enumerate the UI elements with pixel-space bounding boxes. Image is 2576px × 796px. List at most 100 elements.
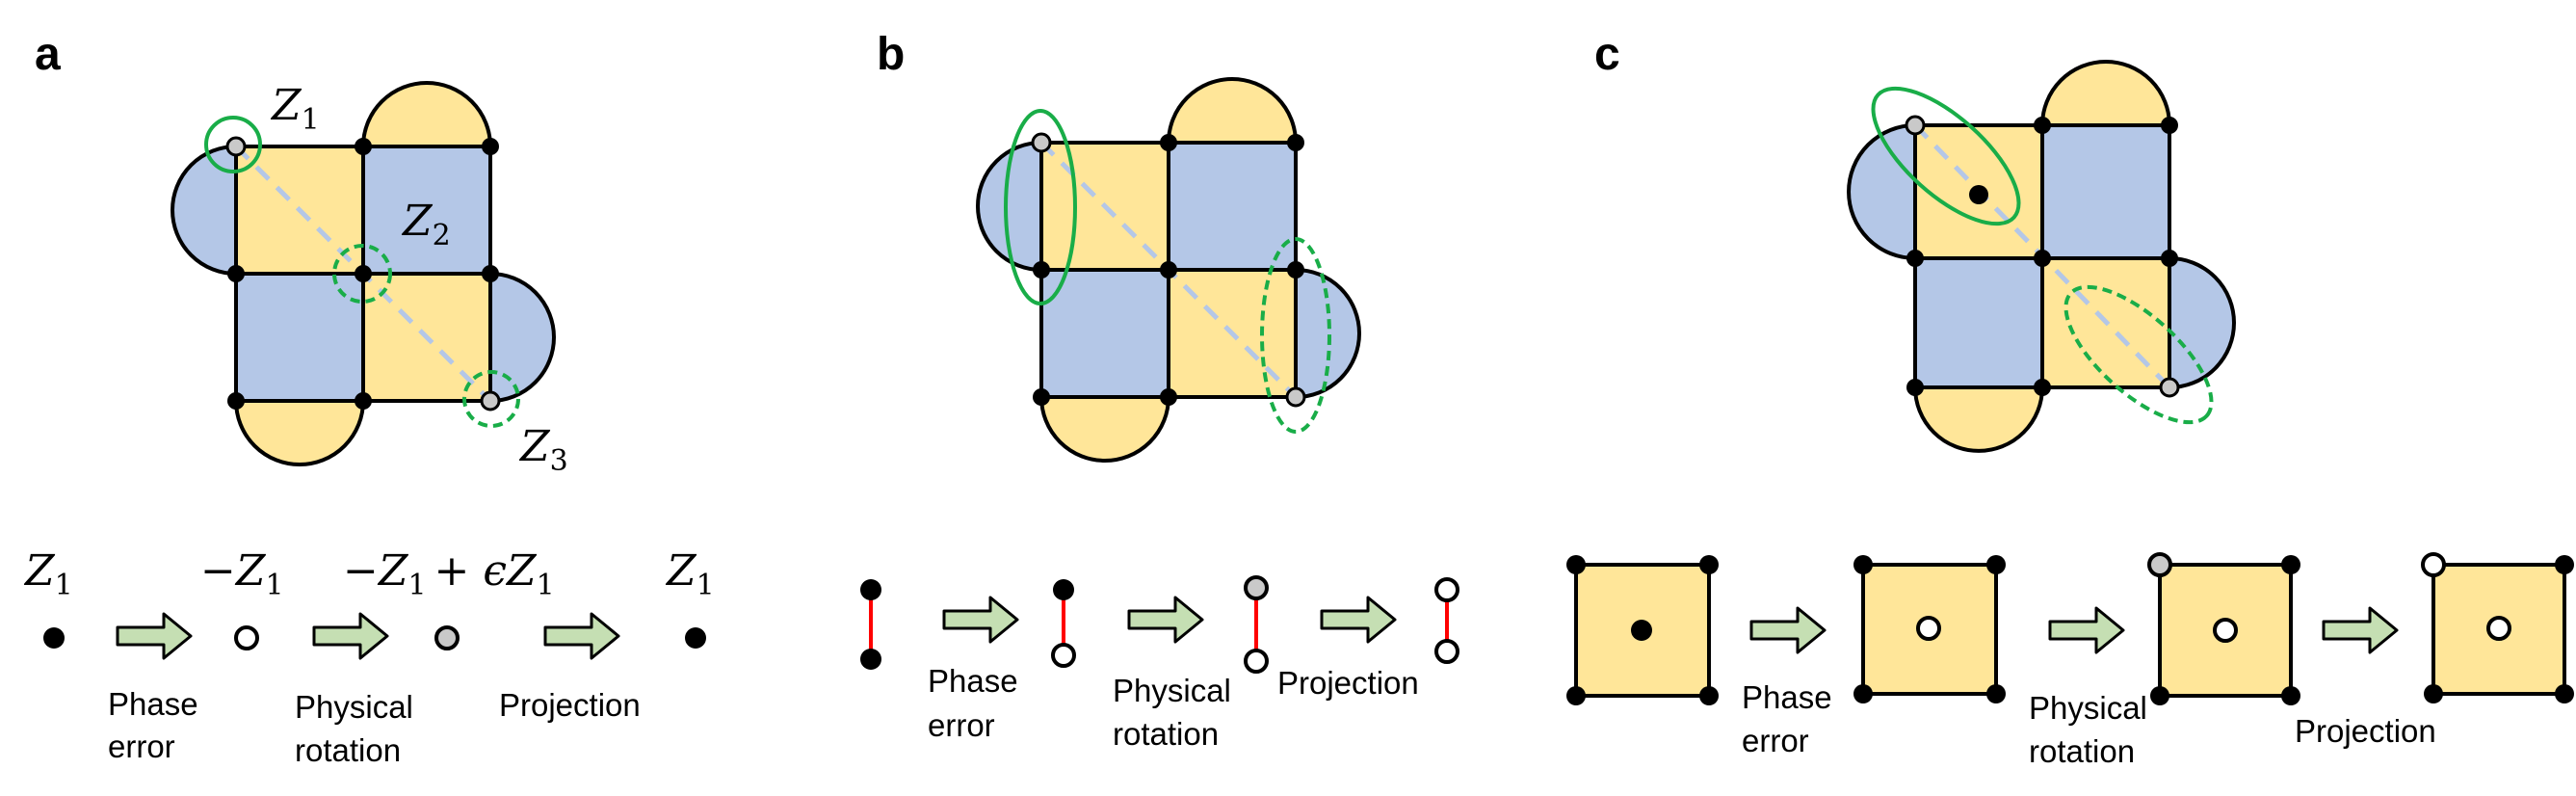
semicircle-top — [1166, 77, 1299, 145]
state-dot-filled — [1053, 579, 1074, 600]
lattice-c — [1847, 60, 2236, 453]
plaquette-blue — [2040, 123, 2171, 260]
step-label: error — [1742, 723, 1809, 758]
qubit — [1160, 261, 1177, 279]
qubit-half-filled — [480, 390, 501, 411]
arrow-icon — [1127, 596, 1204, 644]
step-label: Physical — [2029, 690, 2147, 726]
qubit-half-filled — [1905, 115, 1926, 136]
qubit — [2034, 379, 2051, 396]
qubit — [1287, 261, 1304, 279]
state-dot-open — [1051, 643, 1076, 668]
semicircle-top — [2039, 60, 2172, 127]
state-dot-open — [1244, 649, 1269, 674]
z2-marker-circle — [332, 244, 392, 304]
step-label: rotation — [2029, 733, 2135, 769]
semicircle-top — [360, 81, 493, 148]
step-label: Phase — [1742, 679, 1832, 715]
arrow-icon — [312, 612, 389, 660]
qubit-half-filled — [1285, 386, 1306, 408]
state-dot-filled — [685, 627, 706, 649]
lattice-a — [171, 81, 556, 466]
state-dot-open — [2421, 552, 2446, 577]
plaquette-blue — [1913, 256, 2044, 389]
plaquette-center-dot — [1969, 185, 1988, 204]
step-label: rotation — [295, 732, 401, 768]
qubit — [482, 265, 499, 282]
arrow-icon — [543, 612, 620, 660]
state-dot-grey — [2147, 552, 2172, 577]
panel-a: a Z1 Z2 Z3 Z1 − — [23, 29, 715, 768]
qubit-half-filled — [1031, 132, 1052, 153]
pair-marker-ellipse — [1260, 237, 1331, 434]
step-label: Phase — [928, 663, 1018, 699]
step-label: Phase — [108, 686, 198, 722]
state-dot-open — [1916, 616, 1941, 641]
semicircle-left — [171, 144, 238, 277]
step-label: Projection — [499, 687, 641, 723]
lattice-b — [976, 77, 1361, 463]
arrow-icon — [1749, 606, 1827, 654]
seq-label-1: Z1 — [23, 546, 73, 602]
qubit-half-filled — [2159, 377, 2180, 398]
qubit — [1906, 250, 1924, 267]
state-dot-open — [2213, 618, 2238, 643]
seq-label-2: −Z1 — [200, 546, 284, 602]
panel-b: b — [860, 29, 1459, 752]
state-dot-grey — [1244, 575, 1269, 600]
step-label: error — [928, 707, 995, 743]
pair-marker-ellipse — [1871, 86, 2021, 226]
op-label-z1: Z1 — [270, 81, 320, 137]
z1-marker-circle — [204, 116, 262, 173]
state-dot-filled — [860, 649, 881, 670]
state-dot-grey — [434, 625, 460, 650]
step-label: Physical — [295, 689, 413, 725]
qubit — [227, 392, 245, 410]
semicircle-right — [2168, 255, 2236, 390]
state-dot-filled — [860, 579, 881, 600]
arrow-icon — [1320, 596, 1397, 644]
step-label: error — [108, 729, 175, 764]
pair-marker-ellipse — [1004, 109, 1077, 305]
step-label: rotation — [1113, 716, 1219, 752]
step-label: Physical — [1113, 673, 1231, 708]
step-label: Projection — [2295, 713, 2436, 749]
seq-label-3: −Z1+ ϵZ1 — [343, 546, 555, 602]
step-label: Projection — [1277, 665, 1419, 701]
z3-marker-circle — [462, 370, 520, 428]
semicircle-right — [488, 271, 556, 404]
state-dot-open — [2486, 616, 2511, 641]
semicircle-bottom — [1038, 395, 1171, 463]
panel-label-a: a — [35, 29, 61, 80]
state-dot-open — [1434, 577, 1459, 602]
semicircle-left — [1847, 122, 1917, 261]
plaquette-blue — [361, 145, 492, 276]
plaquette-state — [1566, 555, 1719, 705]
pair-marker-ellipse — [2063, 284, 2214, 425]
semicircle-bottom — [233, 399, 366, 466]
state-dot-filled — [1631, 620, 1652, 641]
arrow-icon — [2322, 606, 2399, 654]
qubit — [1287, 134, 1304, 151]
panel-label-c: c — [1594, 29, 1620, 80]
panel-label-b: b — [877, 29, 905, 80]
semicircle-right — [1294, 267, 1361, 400]
qubit — [482, 138, 499, 155]
qubit-half-filled — [225, 136, 247, 157]
qubit — [1160, 134, 1177, 151]
arrow-icon — [2048, 606, 2125, 654]
qubit — [1033, 261, 1050, 279]
plaquette-state — [1853, 555, 2006, 703]
qubit — [2034, 250, 2051, 267]
arrow-icon — [942, 596, 1019, 644]
plaquette-state — [2147, 552, 2300, 705]
qubit — [1906, 379, 1924, 396]
qubit — [355, 138, 372, 155]
plaquette-state — [2421, 552, 2574, 703]
state-dot-open — [234, 625, 259, 650]
qubit — [1160, 388, 1177, 406]
op-label-z3: Z3 — [518, 422, 568, 478]
arrow-icon — [116, 612, 193, 660]
qubit — [355, 265, 372, 282]
